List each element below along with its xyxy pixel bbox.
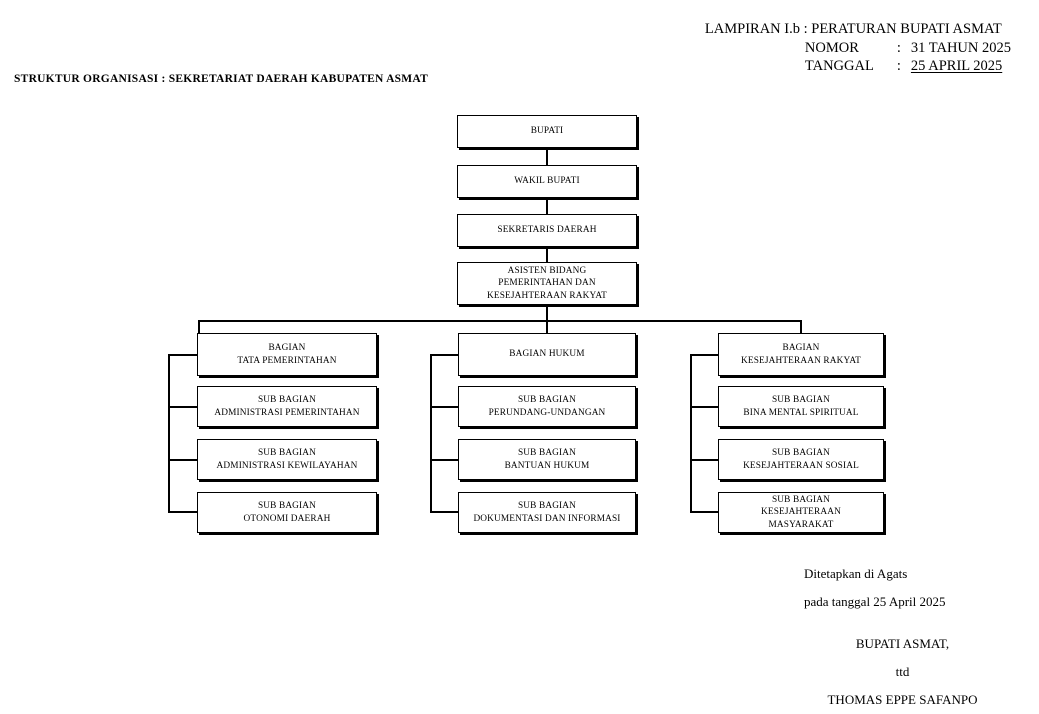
spine-column-right <box>690 354 692 512</box>
signature-spacer <box>766 616 1039 630</box>
stub-right-head <box>690 354 719 356</box>
node-bagian-kesejahteraan-rakyat[interactable]: BAGIAN KESEJAHTERAAN RAKYAT <box>718 333 884 376</box>
spine-column-left <box>168 354 170 512</box>
connector-sekda-asisten <box>546 246 548 262</box>
stub-middle-child-2 <box>430 459 459 461</box>
node-bagian-hukum-label: BAGIAN HUKUM <box>509 349 585 360</box>
reference-tanggal-separator: : <box>896 58 901 74</box>
signature-name: THOMAS EPPE SAFANPO <box>827 692 978 707</box>
node-sekretaris-daerah[interactable]: SEKRETARIS DAERAH <box>457 214 637 247</box>
node-subbagian-perundang-undangan-label: SUB BAGIAN PERUNDANG-UNDANGAN <box>488 395 606 418</box>
node-bagian-kesejahteraan-rakyat-label: BAGIAN KESEJAHTERAAN RAKYAT <box>741 343 861 366</box>
stub-right-child-2 <box>690 459 719 461</box>
connector-wakil-sekda <box>546 197 548 215</box>
stub-left-child-1 <box>168 406 198 408</box>
stub-left-child-3 <box>168 511 198 513</box>
reference-lampiran-line: LAMPIRAN I.b : PERATURAN BUPATI ASMAT <box>704 21 1002 37</box>
node-subbagian-kesejahteraan-masyarakat-label: SUB BAGIAN KESEJAHTERAAN MASYARAKAT <box>761 494 841 530</box>
node-subbagian-kesejahteraan-sosial[interactable]: SUB BAGIAN KESEJAHTERAAN SOSIAL <box>718 439 884 480</box>
signature-date: pada tanggal 25 April 2025 <box>804 594 946 609</box>
connector-bus-horizontal <box>198 320 802 322</box>
node-subbagian-otonomi-daerah[interactable]: SUB BAGIAN OTONOMI DAERAH <box>197 492 377 533</box>
stub-middle-head <box>430 354 459 356</box>
stub-right-child-1 <box>690 406 719 408</box>
connector-bus-drop-left <box>198 320 200 334</box>
stub-left-head <box>168 354 198 356</box>
node-subbagian-bantuan-hukum[interactable]: SUB BAGIAN BANTUAN HUKUM <box>458 439 636 480</box>
node-bagian-tata-pemerintahan[interactable]: BAGIAN TATA PEMERINTAHAN <box>197 333 377 376</box>
node-subbagian-administrasi-pemerintahan-label: SUB BAGIAN ADMINISTRASI PEMERINTAHAN <box>214 395 360 418</box>
node-asisten-bidang[interactable]: ASISTEN BIDANG PEMERINTAHAN DAN KESEJAHT… <box>457 262 637 305</box>
node-wakil-bupati[interactable]: WAKIL BUPATI <box>457 165 637 198</box>
reference-tanggal-label: TANGGAL <box>804 58 874 74</box>
reference-nomor-label: NOMOR <box>804 39 859 56</box>
node-subbagian-bantuan-hukum-label: SUB BAGIAN BANTUAN HUKUM <box>504 448 590 471</box>
signature-office: BUPATI ASMAT, <box>855 636 950 651</box>
connector-bus-drop-right <box>800 320 802 334</box>
node-subbagian-administrasi-kewilayahan-label: SUB BAGIAN ADMINISTRASI KEWILAYAHAN <box>216 448 358 471</box>
node-subbagian-kesejahteraan-sosial-label: SUB BAGIAN KESEJAHTERAAN SOSIAL <box>743 448 859 471</box>
stub-right-child-3 <box>690 511 719 513</box>
node-subbagian-otonomi-daerah-label: SUB BAGIAN OTONOMI DAERAH <box>243 501 331 524</box>
signature-place: Ditetapkan di Agats <box>804 566 908 581</box>
signature-ttd: ttd <box>895 664 910 679</box>
node-wakil-bupati-label: WAKIL BUPATI <box>514 176 580 187</box>
node-subbagian-dokumentasi-dan-informasi[interactable]: SUB BAGIAN DOKUMENTASI DAN INFORMASI <box>458 492 636 533</box>
connector-asisten-bus <box>546 305 548 322</box>
node-sekretaris-daerah-label: SEKRETARIS DAERAH <box>497 225 597 236</box>
connector-bus-drop-middle <box>546 320 548 334</box>
stub-middle-child-3 <box>430 511 459 513</box>
stub-left-child-2 <box>168 459 198 461</box>
node-bagian-tata-pemerintahan-label: BAGIAN TATA PEMERINTAHAN <box>237 343 337 366</box>
reference-tanggal-value: 25 APRIL 2025 <box>910 58 1003 74</box>
reference-nomor-separator: : <box>896 39 901 56</box>
document-reference-block: LAMPIRAN I.b : PERATURAN BUPATI ASMAT NO… <box>705 20 1011 76</box>
node-asisten-bidang-label: ASISTEN BIDANG PEMERINTAHAN DAN KESEJAHT… <box>487 265 607 301</box>
signature-block: Ditetapkan di Agats pada tanggal 25 Apri… <box>766 560 1039 714</box>
spine-column-middle <box>430 354 432 512</box>
node-subbagian-bina-mental-spiritual-label: SUB BAGIAN BINA MENTAL SPIRITUAL <box>743 395 859 418</box>
node-bupati[interactable]: BUPATI <box>457 115 637 148</box>
node-bupati-label: BUPATI <box>530 126 564 137</box>
stub-middle-child-1 <box>430 406 459 408</box>
node-subbagian-kesejahteraan-masyarakat[interactable]: SUB BAGIAN KESEJAHTERAAN MASYARAKAT <box>718 492 884 533</box>
reference-tanggal-line: TANGGAL:25 APRIL 2025 <box>705 57 1011 76</box>
node-subbagian-perundang-undangan[interactable]: SUB BAGIAN PERUNDANG-UNDANGAN <box>458 386 636 427</box>
node-subbagian-administrasi-pemerintahan[interactable]: SUB BAGIAN ADMINISTRASI PEMERINTAHAN <box>197 386 377 427</box>
node-subbagian-bina-mental-spiritual[interactable]: SUB BAGIAN BINA MENTAL SPIRITUAL <box>718 386 884 427</box>
page-title: STRUKTUR ORGANISASI : SEKRETARIAT DAERAH… <box>14 73 429 85</box>
reference-nomor-line: NOMOR:31 TAHUN 2025 <box>705 39 1011 58</box>
reference-nomor-value: 31 TAHUN 2025 <box>910 39 1011 56</box>
node-subbagian-dokumentasi-dan-informasi-label: SUB BAGIAN DOKUMENTASI DAN INFORMASI <box>473 501 621 524</box>
node-bagian-hukum[interactable]: BAGIAN HUKUM <box>458 333 636 376</box>
connector-bupati-wakil <box>546 147 548 165</box>
node-subbagian-administrasi-kewilayahan[interactable]: SUB BAGIAN ADMINISTRASI KEWILAYAHAN <box>197 439 377 480</box>
